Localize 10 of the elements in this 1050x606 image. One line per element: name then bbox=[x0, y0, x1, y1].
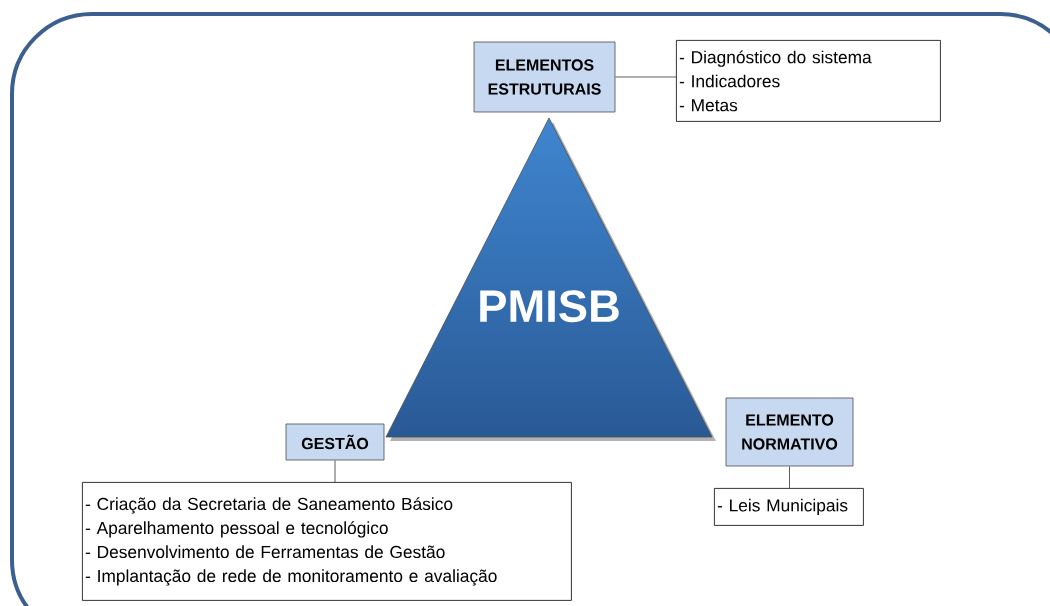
pyramid-triangle: PMISB bbox=[385, 117, 716, 441]
connector-line bbox=[789, 466, 790, 489]
connector-line bbox=[334, 460, 336, 483]
list-box: - Criação da Secretaria de Saneamento Básico - Aparelhamento pessoal e tecnológico - Desenvolvimento de Ferramentas de Gestão - Implantação de rede de monitoramento e avaliação bbox=[82, 482, 572, 601]
list-box: - Leis Municipais bbox=[714, 488, 864, 526]
heading-box: GESTÃO bbox=[285, 423, 385, 461]
connector-line bbox=[615, 76, 677, 78]
heading-box: ELEMENTO NORMATIVO bbox=[725, 397, 854, 467]
list-box: - Diagnóstico do sistema - Indicadores - Metas bbox=[676, 40, 941, 122]
heading-box: ELEMENTOS ESTRUTURAIS bbox=[473, 41, 616, 113]
